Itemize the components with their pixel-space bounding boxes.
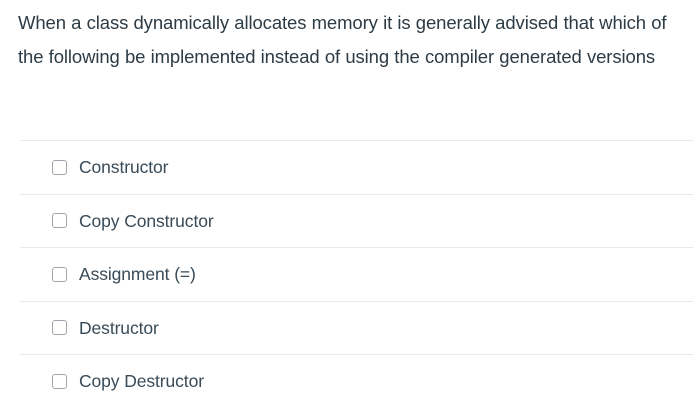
answer-options-list: Constructor Copy Constructor Assignment … — [0, 140, 700, 408]
checkbox-unchecked-icon[interactable] — [52, 159, 67, 175]
answer-option-row[interactable]: Copy Destructor — [20, 354, 693, 408]
checkbox-unchecked-icon[interactable] — [52, 373, 67, 389]
checkbox-unchecked-icon[interactable] — [52, 320, 67, 336]
answer-option-label: Constructor — [79, 157, 169, 178]
answer-option-label: Copy Destructor — [79, 371, 204, 392]
question-prompt: When a class dynamically allocates memor… — [18, 12, 667, 67]
checkbox-unchecked-icon[interactable] — [52, 266, 67, 282]
answer-option-row[interactable]: Constructor — [20, 140, 693, 194]
answer-option-label: Destructor — [79, 317, 159, 338]
answer-option-row[interactable]: Destructor — [20, 300, 693, 355]
answer-option-label: Assignment (=) — [79, 264, 196, 285]
answer-option-row[interactable]: Assignment (=) — [20, 247, 693, 301]
answer-option-row[interactable]: Copy Constructor — [20, 193, 693, 248]
checkbox-unchecked-icon[interactable] — [52, 213, 67, 229]
answer-option-label: Copy Constructor — [79, 210, 214, 231]
